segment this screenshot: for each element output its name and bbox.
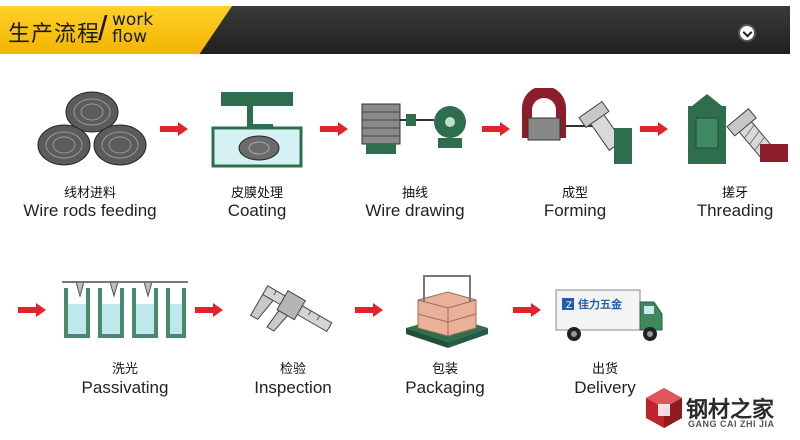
step-forming: 成型 Forming: [500, 80, 650, 225]
step-label-cn: 皮膜处理: [230, 186, 283, 201]
step-delivery: Z 佳力五金 出货 Delivery: [530, 272, 680, 402]
passivating-tanks-icon: [62, 281, 188, 338]
pallet-boxes-icon: [406, 275, 488, 348]
flow-arrow: [195, 303, 223, 317]
title-separator: /: [98, 10, 108, 48]
step-label-cn: 包装: [431, 362, 458, 377]
svg-text:Z: Z: [566, 301, 572, 311]
step-label-cn: 抽线: [401, 186, 428, 201]
step-label-en: Passivating: [81, 378, 169, 397]
step-label-en: Coating: [227, 201, 287, 220]
step-label-en: Threading: [696, 201, 774, 220]
caliper-icon: [250, 285, 333, 333]
logo-cube-icon: [646, 388, 682, 428]
step-label-cn: 洗光: [111, 362, 138, 377]
flow-arrow: [482, 122, 510, 136]
header-bar: 生产流程 / work flow: [0, 0, 800, 58]
step-threading: 搓牙 Threading: [660, 80, 800, 225]
flow-arrow: [18, 303, 46, 317]
step-coating: 皮膜处理 Coating: [182, 80, 332, 225]
step-wire-drawing: 抽线 Wire drawing: [340, 80, 490, 225]
flow-arrow: [355, 303, 383, 317]
step-label-cn: 成型: [561, 186, 588, 201]
step-packaging: 包装 Packaging: [370, 272, 520, 402]
step-label-cn: 搓牙: [721, 186, 748, 201]
step-inspection: 检验 Inspection: [218, 272, 368, 402]
coating-tank-icon: [211, 92, 303, 168]
step-label-en: Inspection: [254, 378, 332, 397]
truck-company-label: 佳力五金: [578, 297, 623, 311]
flow-arrow: [160, 122, 188, 136]
truck-icon: Z 佳力五金: [555, 289, 663, 341]
forming-machine-icon: [522, 88, 632, 164]
step-label-en: Packaging: [405, 378, 485, 397]
title-english-line2: flow: [112, 27, 148, 47]
collapse-toggle-icon[interactable]: [738, 24, 756, 42]
step-label-cn: 线材进料: [63, 186, 116, 201]
threading-machine-icon: [688, 94, 788, 164]
site-logo: 钢材之家 GANG CAI ZHI JIA: [640, 382, 800, 440]
step-label-en: Forming: [543, 201, 607, 220]
flow-arrow: [640, 122, 668, 136]
step-label-en: Wire drawing: [365, 201, 465, 220]
step-passivating: 洗光 Passivating: [50, 272, 200, 402]
flow-arrow: [320, 122, 348, 136]
step-label-en: Wire rods feeding: [23, 201, 157, 220]
logo-text-en: GANG CAI ZHI JIA: [688, 419, 775, 429]
title-english-line1: work: [112, 10, 154, 30]
wire-coils-icon: [37, 91, 147, 166]
step-label-en: Delivery: [574, 378, 636, 397]
header-yellow-band: [0, 6, 232, 54]
drawing-machine-icon: [361, 103, 466, 154]
header-dark-band: [200, 6, 790, 54]
logo-text-cn: 钢材之家: [686, 398, 775, 423]
title-english: work flow: [112, 12, 153, 46]
title-chinese: 生产流程: [8, 22, 101, 47]
flow-arrow: [513, 303, 541, 317]
step-label-cn: 检验: [279, 362, 306, 377]
step-wire-rods-feeding: 线材进料 Wire rods feeding: [15, 80, 165, 225]
step-label-cn: 出货: [591, 362, 618, 377]
